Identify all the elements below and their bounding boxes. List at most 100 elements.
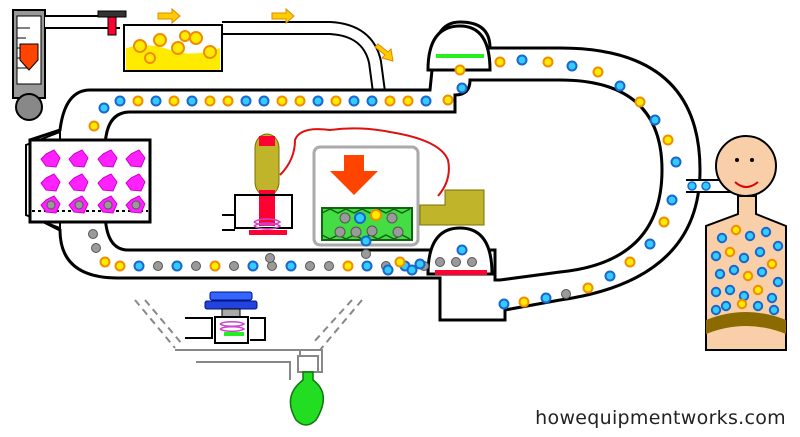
gas-particle: [720, 300, 732, 312]
gas-particle: [754, 246, 766, 258]
apl-valve: [222, 133, 293, 235]
waste-particle: [88, 229, 98, 239]
spring-icon: [253, 218, 282, 230]
gas-particle: [714, 268, 726, 280]
oxygen-particle: [330, 95, 342, 107]
oxygen-particle: [132, 95, 144, 107]
gas-particle: [420, 95, 432, 107]
gas-particle: [240, 95, 252, 107]
gas-particle: [756, 266, 768, 278]
gas-particle: [360, 235, 372, 247]
gas-particle: [728, 264, 740, 276]
oxygen-particle: [736, 298, 748, 310]
oxygen-particle: [634, 96, 646, 108]
gas-particle: [710, 304, 722, 316]
gas-particle: [649, 114, 661, 126]
ventilator-bellows: [312, 145, 420, 247]
oxygen-particle: [294, 95, 306, 107]
oxygen-particle: [209, 260, 221, 272]
oxygen-particle: [592, 66, 604, 78]
scavenging-valve: [134, 291, 363, 426]
gas-particle: [114, 95, 126, 107]
oxygen-particle: [276, 95, 288, 107]
absorber-canister: [25, 130, 152, 230]
spring-icon: [219, 321, 246, 332]
gas-particle: [456, 244, 468, 256]
gas-particle: [540, 292, 552, 304]
down-arrow-icon: [330, 155, 378, 195]
gas-particle: [772, 276, 784, 288]
gas-particle: [366, 95, 378, 107]
gas-particle: [382, 264, 394, 276]
gas-particle: [772, 240, 784, 252]
regulator-knob[interactable]: [97, 10, 127, 36]
gas-particle: [133, 260, 145, 272]
gas-particle: [768, 304, 780, 316]
vaporizer-chamber: [123, 24, 223, 72]
waste-particle: [153, 261, 163, 271]
oxygen-particle: [168, 95, 180, 107]
waste-particle: [91, 243, 101, 253]
oxygen-particle: [724, 246, 736, 258]
oxygen-particle: [204, 95, 216, 107]
waste-particle: [229, 261, 239, 271]
drip-bulb-icon: [289, 371, 324, 426]
gas-particle: [186, 95, 198, 107]
oxygen-particle: [114, 260, 126, 272]
waste-particle: [265, 253, 275, 263]
gas-particle: [766, 292, 778, 304]
oxygen-particle: [730, 224, 742, 236]
waste-particle: [361, 249, 371, 259]
gas-particle: [716, 232, 728, 244]
gas-particle: [285, 260, 297, 272]
gas-particle: [498, 298, 510, 310]
gas-particle: [744, 230, 756, 242]
gas-particle: [414, 258, 426, 270]
oxygen-particle: [752, 284, 764, 296]
oxygen-particle: [402, 95, 414, 107]
gas-particle: [566, 60, 578, 72]
oxygen-particle: [342, 260, 354, 272]
gas-particle: [516, 54, 528, 66]
gas-particle: [98, 102, 110, 114]
waste-particle: [451, 257, 461, 267]
oxygen-particle: [742, 270, 754, 282]
waste-particle: [324, 261, 334, 271]
gas-particle: [710, 250, 722, 262]
gas-particle: [348, 95, 360, 107]
oxygen-particle: [454, 64, 466, 76]
gas-particle: [752, 300, 764, 312]
waste-particle: [467, 257, 477, 267]
oxygen-particle: [222, 95, 234, 107]
blood-cells: [710, 224, 784, 316]
waste-particle: [191, 261, 201, 271]
waste-particle: [435, 257, 445, 267]
oxygen-particle: [394, 256, 406, 268]
flow-arrow-icon: [157, 7, 394, 62]
gas-particles: [88, 54, 682, 310]
oxygen-particle: [542, 56, 554, 68]
gas-particle: [724, 284, 736, 296]
oxygen-particle: [88, 120, 100, 132]
gas-particle: [760, 226, 772, 238]
gas-particle: [670, 156, 682, 168]
gas-particle: [361, 260, 373, 272]
waste-particle: [305, 261, 315, 271]
gas-particle: [614, 80, 626, 92]
gas-particle: [258, 95, 270, 107]
oxygen-particle: [384, 95, 396, 107]
ventilator-control-box: [419, 189, 485, 226]
gas-particle: [644, 238, 656, 250]
gas-particle: [312, 95, 324, 107]
oxygen-particle: [766, 258, 778, 270]
inspiratory-valve: [426, 24, 492, 72]
gas-particle: [738, 252, 750, 264]
gas-particle: [710, 286, 722, 298]
oxygen-particle: [442, 94, 454, 106]
oxygen-particle: [518, 296, 530, 308]
oxygen-particle: [624, 256, 636, 268]
gas-particle: [171, 260, 183, 272]
oxygen-particle: [658, 216, 670, 228]
oxygen-particle: [582, 282, 594, 294]
